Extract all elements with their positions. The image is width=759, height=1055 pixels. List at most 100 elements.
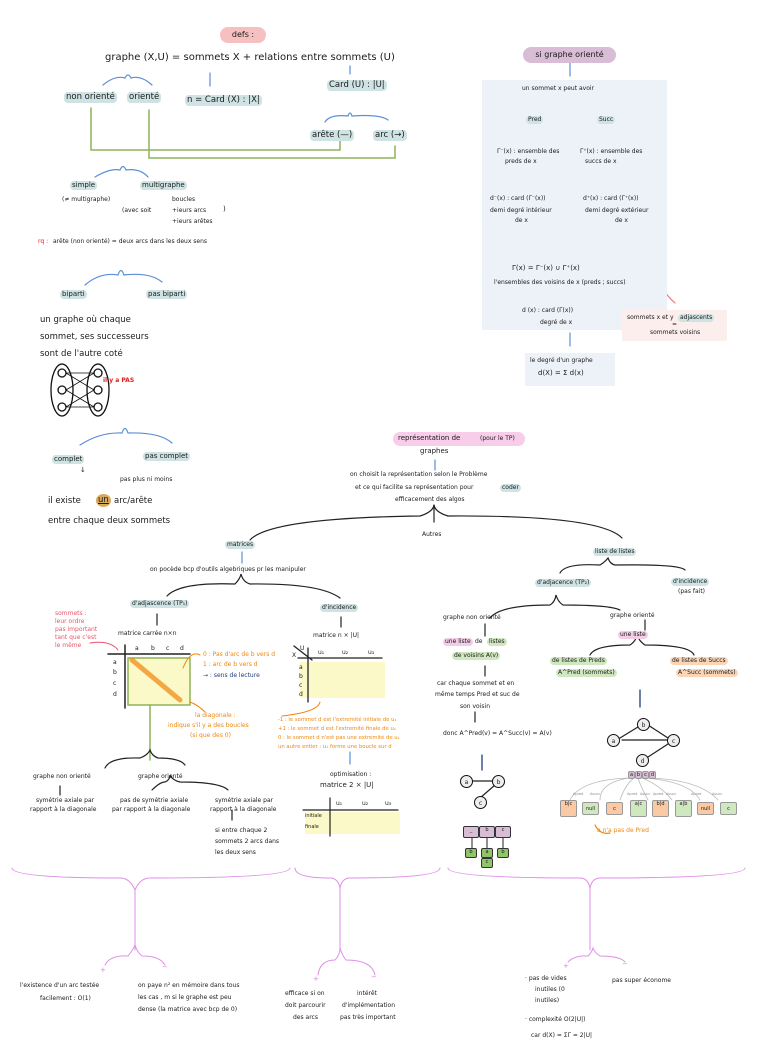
matrix-row-header: c	[113, 680, 117, 687]
inc-con: d'implémentation	[342, 1002, 395, 1009]
succ-label: Succ	[597, 116, 616, 124]
matrix-col-header: a	[135, 645, 139, 652]
list-head-cell: _	[463, 826, 479, 838]
list-of-lists: de	[475, 638, 483, 645]
edge-label: Asucc	[640, 792, 651, 796]
pred-succ-cell: c	[606, 802, 623, 815]
list-child-cell: b	[465, 848, 477, 858]
list-of-lists-neighbors: de voisins A(v)	[452, 652, 501, 660]
list-head-cell: b	[635, 771, 642, 779]
graph-node: b	[492, 775, 505, 788]
card-u: Card (U) : |U|	[327, 80, 387, 91]
oriente-label: orienté	[127, 92, 162, 103]
complet-def: il existe	[48, 496, 81, 506]
list-head-cell: a	[628, 771, 635, 779]
pas-biparti-label: pas biparti	[146, 290, 188, 299]
list-head-cell: c	[495, 826, 511, 838]
adjacent-text-2: sommets voisins	[650, 329, 701, 336]
biparti-def-line: un graphe où chaque	[40, 315, 131, 325]
d-minus-2: demi degré intérieur	[490, 207, 552, 214]
pred-succ-cell: null	[582, 802, 599, 815]
list-child-cell: a	[481, 848, 493, 858]
list-of-lists: une liste	[443, 638, 473, 646]
list-con: pas super économe	[612, 977, 671, 984]
graph-node: b	[637, 718, 650, 731]
une-liste: une liste	[618, 631, 648, 639]
matrix-legend-0: 0 : Pas d'arc de b vers d	[203, 651, 276, 658]
incidence-row-header: d	[299, 691, 303, 698]
incidence-row-header: a	[299, 664, 303, 671]
graph-node: d	[636, 754, 649, 767]
plus-arcs: +ieurs arcs	[172, 207, 207, 214]
multigraphe-label: multigraphe	[140, 181, 187, 190]
graph-node: c	[474, 796, 487, 809]
gamma-union: Γ(x) = Γ⁻(x) ∪ Γ⁺(x)	[512, 264, 580, 272]
simple-note: (≠ multigraphe)	[62, 196, 111, 203]
list-succs: de listes de Succs	[670, 657, 728, 665]
simple-label: simple	[70, 181, 98, 190]
arete-label: arête (—)	[310, 130, 355, 141]
defs-title-text: defs :	[231, 30, 255, 39]
car-text: même temps Pred et suc de	[435, 691, 520, 698]
repr-title-text: représentation de	[398, 434, 461, 442]
diagonal-note-3: (si que des 0)	[190, 732, 231, 739]
edge-label: Apred	[573, 792, 584, 796]
close-paren: )	[223, 205, 226, 213]
pred-succ-cell: a|c	[630, 800, 647, 817]
biparti-def-line: sont de l'autre coté	[40, 349, 123, 359]
optim-col-header: u₃	[385, 800, 392, 807]
donc-formula: donc A^Pred(v) = A^Succ(v) = A(v)	[443, 730, 552, 737]
inc-pro: des arcs	[293, 1014, 318, 1021]
adj-con: les cas , m si le graphe est peu	[138, 994, 232, 1001]
incidence-row-header: b	[299, 673, 303, 680]
graph-definition: graphe (X,U) = sommets X + relations ent…	[105, 52, 395, 63]
repr-intro-3: efficacement des algos	[395, 496, 465, 503]
biparti-def-line: sommet, ses successeurs	[40, 332, 149, 342]
down-arrow: ↓	[80, 466, 86, 474]
list-incidence-label: d'incidence	[671, 578, 710, 586]
edge-label: Apred	[653, 792, 664, 796]
diagonal-note-2: indique s'il y a des boucles	[168, 722, 249, 729]
liste-de-listes-label: liste de listes	[593, 548, 637, 556]
adjacent-text: sommets x et y	[627, 314, 674, 321]
symmetry-text: symétrie axiale par	[36, 797, 95, 804]
list-head-cell: c	[642, 771, 649, 779]
no-symmetry-text: pas de symétrie axiale	[120, 797, 189, 804]
optim-row-header: finale	[305, 824, 319, 830]
sommets-note: le même	[55, 642, 82, 649]
gamma-minus: Γ⁻(x) : ensemble des	[497, 148, 560, 155]
d-plus-3: de x	[615, 217, 628, 224]
incidence-legend: +1 : le sommet d est l'extremité finale …	[278, 726, 396, 732]
non-oriente-label: non orienté	[64, 92, 117, 103]
biparti-label: biparti	[60, 290, 87, 299]
gamma-plus-2: succs de x	[585, 158, 617, 165]
il-y-a-pas-note: il y a PAS	[103, 377, 135, 384]
incidence-col-header: u₂	[342, 649, 349, 656]
matrix-col-header: b	[151, 645, 155, 652]
matrix-legend-1: 1 : arc de b vers d	[203, 661, 258, 668]
graph-node: c	[667, 734, 680, 747]
d-plus: d⁺(x) : card (Γ⁺(x))	[583, 195, 639, 202]
degree: d (x) : card (Γ(x))	[522, 307, 574, 314]
pred-succ-cell: c	[720, 802, 737, 815]
matrix-col-header: c	[166, 645, 170, 652]
matrix-row-header: a	[113, 659, 117, 666]
optim-col-header: u₂	[362, 800, 369, 807]
list-pro: inutiles (0	[535, 986, 565, 993]
car-text: car chaque sommet et en	[437, 680, 515, 687]
adj-pro: facilement : O(1)	[40, 995, 91, 1002]
incidence-legend: -1 : le sommet d est l'extremité initial…	[278, 717, 397, 723]
list-complexity-2: car d(X) = ΣΓ = 2|U|	[531, 1032, 593, 1039]
oriented-intro: un sommet x peut avoir	[522, 85, 595, 92]
repr-title-2: graphes	[420, 447, 449, 455]
inc-con: intérêt	[357, 990, 377, 997]
inc-con: pas très important	[340, 1014, 396, 1021]
list-complexity: · complexité O(2|U|)	[525, 1016, 586, 1023]
complet-un: un	[96, 494, 111, 507]
oriented-title-text: si graphe orienté	[535, 50, 604, 59]
no-pred-note: a n'a pas de Pred	[597, 827, 649, 834]
matrice-carree: matrice carrée n×n	[118, 630, 177, 637]
sommets-note: sommets :	[55, 610, 87, 617]
minus-sign: −	[162, 963, 168, 971]
